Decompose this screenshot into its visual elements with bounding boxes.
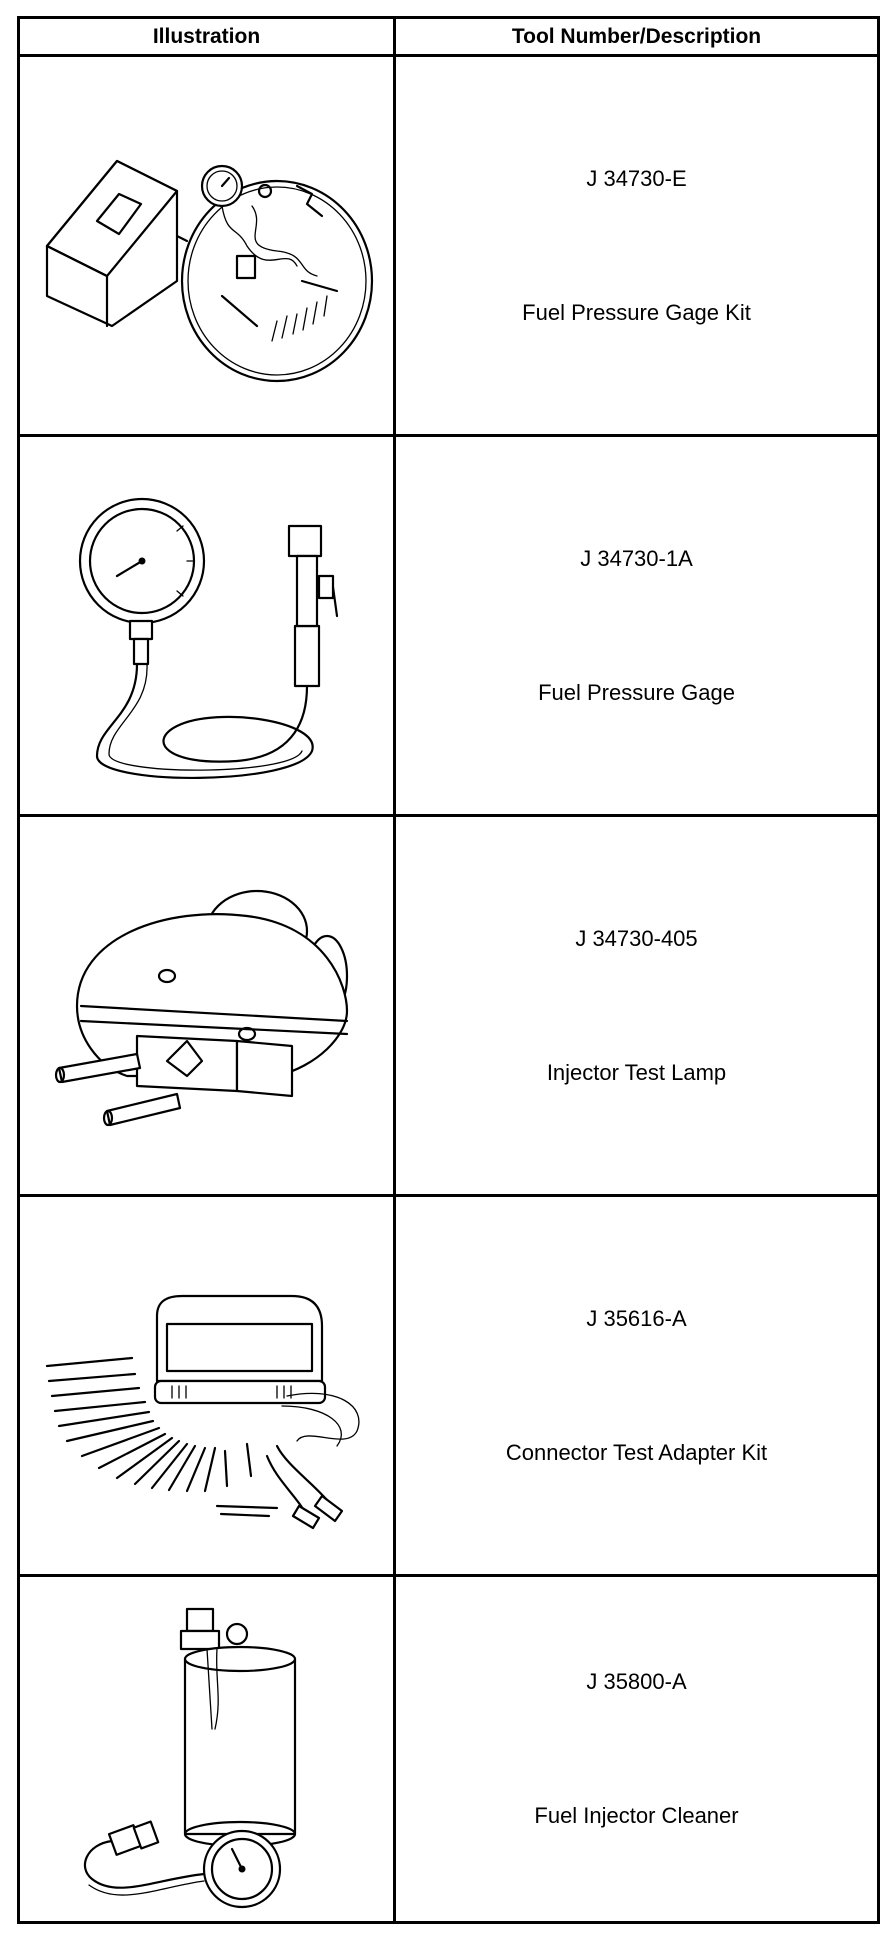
illustration-cell [20, 437, 396, 814]
fuel-pressure-gage-kit-icon [37, 76, 377, 416]
tool-number: J 34730-1A [580, 545, 693, 571]
description-column-header: Tool Number/Description [511, 24, 762, 48]
fuel-injector-cleaner-icon [37, 1579, 377, 1919]
table-header-row: Illustration Tool Number/Description [20, 19, 877, 57]
table-row: J 35800-A Fuel Injector Cleaner [20, 1577, 877, 1921]
connector-test-adapter-kit-icon [37, 1216, 377, 1556]
table-row: J 34730-405 Injector Test Lamp [20, 817, 877, 1197]
fuel-pressure-gage-icon [37, 456, 377, 796]
illustration-cell [20, 57, 396, 434]
description-cell: J 35800-A Fuel Injector Cleaner [396, 1577, 877, 1921]
illustration-cell [20, 1197, 396, 1574]
table-row: J 34730-E Fuel Pressure Gage Kit [20, 57, 877, 437]
injector-test-lamp-icon [37, 836, 377, 1176]
description-cell: J 34730-1A Fuel Pressure Gage [396, 437, 877, 814]
description-cell: J 34730-405 Injector Test Lamp [396, 817, 877, 1194]
table-row: J 35616-A Connector Test Adapter Kit [20, 1197, 877, 1577]
tool-description: Fuel Injector Cleaner [534, 1803, 739, 1828]
table-row: J 34730-1A Fuel Pressure Gage [20, 437, 877, 817]
tool-number: J 34730-E [586, 165, 687, 191]
illustration-column-header: Illustration [20, 19, 396, 54]
tool-table: Illustration Tool Number/Description [17, 16, 880, 1924]
tool-description: Fuel Pressure Gage [538, 679, 735, 705]
tool-number: J 34730-405 [575, 925, 698, 951]
description-cell: J 35616-A Connector Test Adapter Kit [396, 1197, 877, 1574]
description-cell: J 34730-E Fuel Pressure Gage Kit [396, 57, 877, 434]
tool-description: Connector Test Adapter Kit [505, 1439, 768, 1465]
tool-number: J 35800-A [586, 1669, 687, 1694]
tool-number: J 35616-A [586, 1305, 687, 1331]
illustration-cell [20, 1577, 396, 1921]
tool-description: Injector Test Lamp [546, 1059, 727, 1085]
tool-description: Fuel Pressure Gage Kit [522, 299, 751, 325]
illustration-cell [20, 817, 396, 1194]
